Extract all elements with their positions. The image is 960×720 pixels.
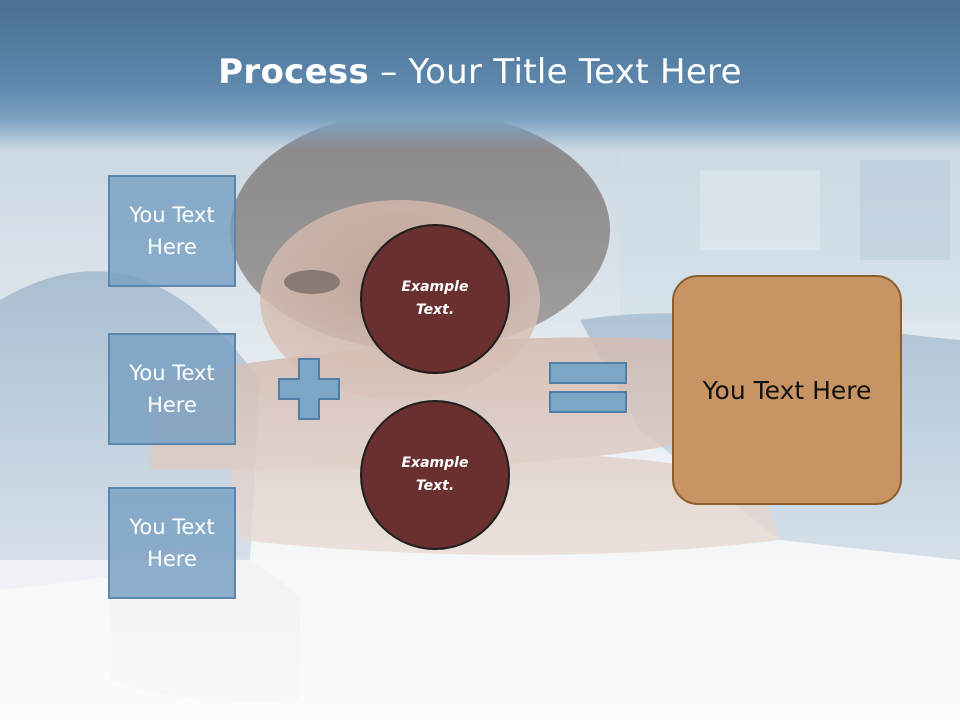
text-box-1[interactable]: You Text Here	[108, 175, 236, 287]
title-rest: – Your Title Text Here	[369, 52, 742, 92]
equals-icon	[549, 362, 627, 413]
result-box[interactable]: You Text Here	[672, 275, 902, 505]
example-circle-2[interactable]: Example Text.	[360, 400, 510, 550]
title-band	[0, 0, 960, 150]
slide-title: Process – Your Title Text Here	[0, 52, 960, 92]
example-circle-1[interactable]: Example Text.	[360, 224, 510, 374]
text-box-2[interactable]: You Text Here	[108, 333, 236, 445]
title-bold: Process	[218, 52, 370, 92]
text-box-3[interactable]: You Text Here	[108, 487, 236, 599]
plus-icon	[278, 358, 340, 420]
